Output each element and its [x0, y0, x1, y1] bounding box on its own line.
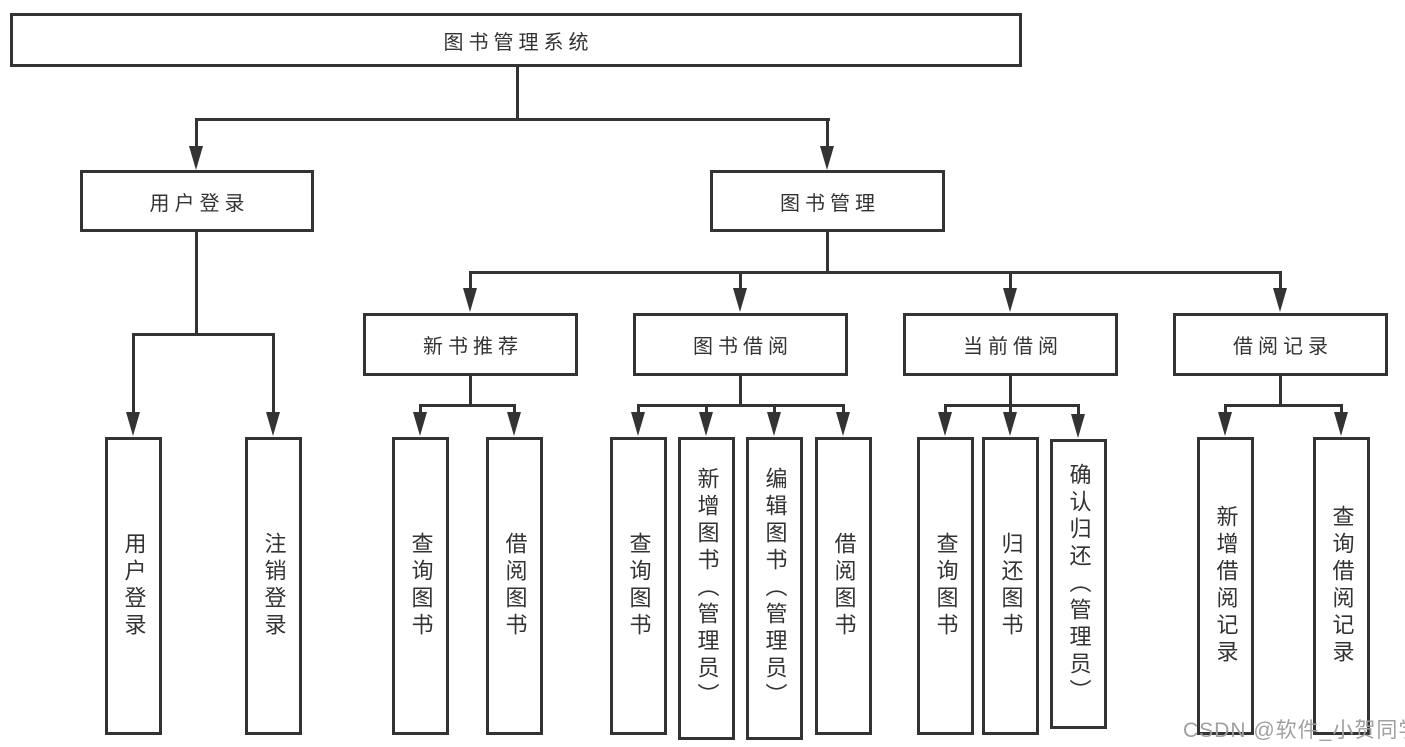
connector-line: [470, 271, 1282, 274]
node-borrow-books-borrow: 借阅图书: [815, 437, 872, 735]
arrowhead-icon: [767, 412, 781, 436]
connector-line: [1009, 404, 1012, 415]
arrowhead-icon: [1003, 288, 1017, 312]
connector-line: [195, 118, 198, 150]
connector-line: [1279, 374, 1282, 407]
node-new-book-recommendation: 新书推荐: [363, 313, 578, 376]
node-query-books-recommend: 查询图书: [392, 437, 449, 735]
node-edit-books-admin: 编辑图书（管理员）: [746, 437, 803, 740]
arrowhead-icon: [820, 146, 834, 170]
connector-line: [705, 404, 708, 415]
connector-line: [272, 333, 275, 415]
connector-line: [469, 271, 472, 291]
connector-line: [516, 67, 519, 119]
connector-line: [195, 230, 198, 335]
node-current-borrowing: 当前借阅: [903, 313, 1118, 376]
node-query-books-current: 查询图书: [917, 437, 974, 735]
arrowhead-icon: [463, 288, 477, 312]
node-library-system: 图书管理系统: [10, 13, 1022, 67]
node-borrowing-records: 借阅记录: [1173, 313, 1388, 376]
connector-line: [739, 271, 742, 291]
connector-line: [773, 404, 776, 415]
arrowhead-icon: [733, 288, 747, 312]
connector-line: [1279, 271, 1282, 291]
arrowhead-icon: [699, 412, 713, 436]
connector-line: [1077, 404, 1080, 415]
arrowhead-icon: [413, 412, 427, 436]
arrowhead-icon: [507, 412, 521, 436]
arrowhead-icon: [631, 412, 645, 436]
node-borrow-books-recommend: 借阅图书: [486, 437, 543, 735]
connector-line: [826, 230, 829, 274]
connector-line: [945, 404, 1080, 407]
connector-line: [1225, 404, 1343, 407]
arrowhead-icon: [1218, 412, 1232, 436]
node-return-books: 归还图书: [982, 437, 1039, 735]
arrowhead-icon: [1003, 412, 1017, 436]
arrowhead-icon: [1334, 412, 1348, 436]
connector-line: [133, 333, 275, 336]
node-confirm-return-admin: 确认归还（管理员）: [1050, 439, 1107, 729]
connector-line: [739, 374, 742, 407]
arrowhead-icon: [836, 412, 850, 436]
connector-line: [469, 374, 472, 407]
node-query-books-borrow: 查询图书: [610, 437, 667, 735]
connector-line: [419, 404, 422, 415]
connector-line: [1009, 271, 1012, 291]
node-logout: 注销登录: [245, 437, 302, 735]
watermark-text: CSDN @软件_小贺同学: [1183, 719, 1405, 742]
arrowhead-icon: [1273, 288, 1287, 312]
connector-line: [826, 118, 829, 150]
arrowhead-icon: [126, 412, 140, 436]
node-user-login-leaf: 用户登录: [105, 437, 162, 735]
connector-line: [513, 404, 516, 415]
node-query-borrow-record: 查询借阅记录: [1313, 437, 1370, 735]
node-user-login: 用户登录: [80, 170, 314, 232]
node-book-borrowing: 图书借阅: [633, 313, 848, 376]
arrowhead-icon: [938, 412, 952, 436]
connector-line: [420, 404, 516, 407]
arrowhead-icon: [1071, 414, 1085, 438]
connector-line: [944, 404, 947, 415]
node-book-management: 图书管理: [710, 170, 945, 232]
connector-line: [638, 404, 845, 407]
node-add-borrow-record: 新增借阅记录: [1197, 437, 1254, 735]
connector-line: [1009, 374, 1012, 407]
connector-line: [842, 404, 845, 415]
connector-line: [196, 118, 830, 121]
connector-line: [637, 404, 640, 415]
connector-line: [1340, 404, 1343, 415]
arrowhead-icon: [266, 412, 280, 436]
connector-line: [132, 333, 135, 415]
node-add-books-admin: 新增图书（管理员）: [678, 437, 735, 740]
connector-line: [1224, 404, 1227, 415]
arrowhead-icon: [189, 146, 203, 170]
